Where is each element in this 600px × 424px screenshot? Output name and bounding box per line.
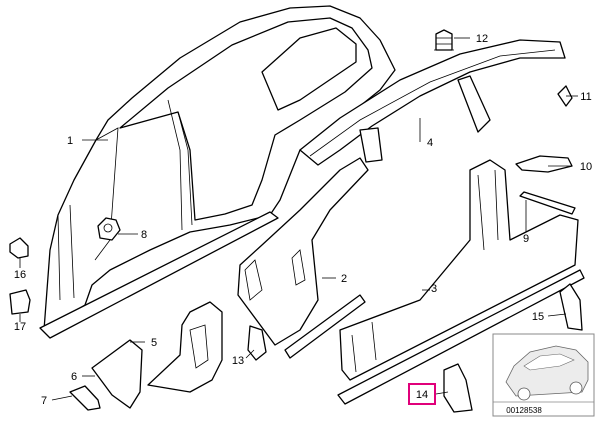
callout-11[interactable]: 11 xyxy=(580,91,591,103)
callout-15[interactable]: 15 xyxy=(532,311,544,323)
callout-8[interactable]: 8 xyxy=(141,229,147,241)
callout-12[interactable]: 12 xyxy=(476,33,488,45)
part-4-roof-rail[interactable] xyxy=(299,39,566,166)
callout-3[interactable]: 3 xyxy=(431,283,437,295)
part-15-bracket[interactable] xyxy=(559,283,583,331)
callout-10[interactable]: 10 xyxy=(580,161,592,173)
part-12-plug[interactable] xyxy=(434,29,454,51)
callout-6[interactable]: 6 xyxy=(71,371,77,383)
part-6-bracket[interactable] xyxy=(91,339,143,409)
callout-2[interactable]: 2 xyxy=(341,273,347,285)
part-11-clip[interactable] xyxy=(557,85,573,107)
callout-14[interactable]: 14 xyxy=(416,389,428,401)
part-7-plate[interactable] xyxy=(69,385,101,411)
callout-7[interactable]: 7 xyxy=(41,395,47,407)
callout-14-highlight[interactable]: 14 xyxy=(408,383,436,405)
part-1-side-frame[interactable] xyxy=(39,5,396,339)
callout-9[interactable]: 9 xyxy=(523,233,529,245)
leader-lines xyxy=(19,37,578,401)
part-8-nut[interactable] xyxy=(97,217,121,241)
highlight-box xyxy=(408,383,436,405)
callout-13[interactable]: 13 xyxy=(232,355,244,367)
part-2-a-pillar[interactable] xyxy=(237,157,369,359)
part-13-bracket[interactable] xyxy=(247,325,267,361)
part-10-bracket[interactable] xyxy=(515,155,573,173)
callout-16[interactable]: 16 xyxy=(14,269,26,281)
callout-1[interactable]: 1 xyxy=(67,135,73,147)
part-5-bracket[interactable] xyxy=(147,301,223,393)
thumbnail-reference-number: 00128538 xyxy=(506,406,542,415)
vehicle-thumbnail: 00128538 xyxy=(492,333,595,417)
callout-17[interactable]: 17 xyxy=(14,321,26,333)
part-14-bracket[interactable] xyxy=(443,363,473,413)
callout-5[interactable]: 5 xyxy=(151,337,157,349)
part-16-clip[interactable] xyxy=(9,237,29,259)
part-9-strip[interactable] xyxy=(519,191,576,215)
part-3-inner-sill[interactable] xyxy=(337,159,585,405)
part-17-plate[interactable] xyxy=(9,289,31,315)
callout-4[interactable]: 4 xyxy=(427,137,433,149)
